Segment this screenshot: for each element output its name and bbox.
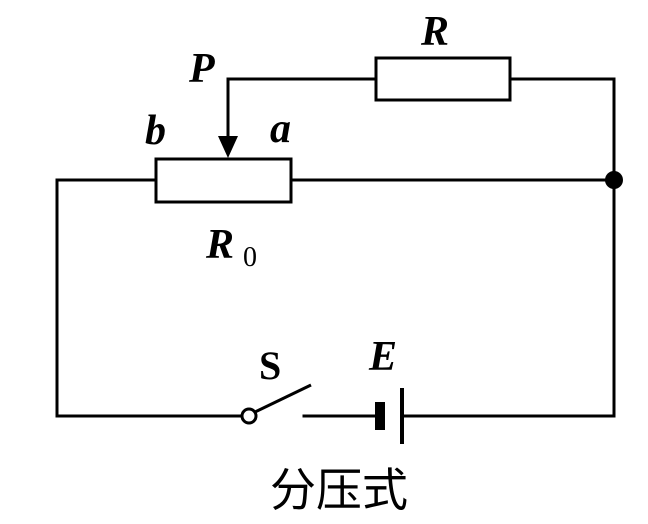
label-R: R [420, 9, 449, 55]
label-S: S [259, 343, 281, 388]
junction-dot [605, 171, 623, 189]
wire-left-loop [55, 178, 247, 418]
wire-right-loop [400, 77, 616, 418]
label-P: P [188, 46, 215, 92]
label-R0-subscript: 0 [243, 242, 257, 273]
label-R0: R [205, 222, 234, 268]
rheostat-R0 [154, 157, 293, 204]
switch-pivot[interactable] [240, 407, 258, 425]
switch-lever[interactable] [254, 383, 312, 414]
label-b: b [145, 108, 166, 154]
label-E: E [368, 334, 397, 380]
battery-negative-plate [375, 402, 385, 430]
label-a: a [270, 106, 291, 152]
diagram-caption: 分压式 [270, 463, 408, 517]
slider-arrow-icon[interactable] [218, 136, 238, 158]
wire-slider-to-R [226, 77, 378, 152]
resistor-R [374, 56, 512, 102]
